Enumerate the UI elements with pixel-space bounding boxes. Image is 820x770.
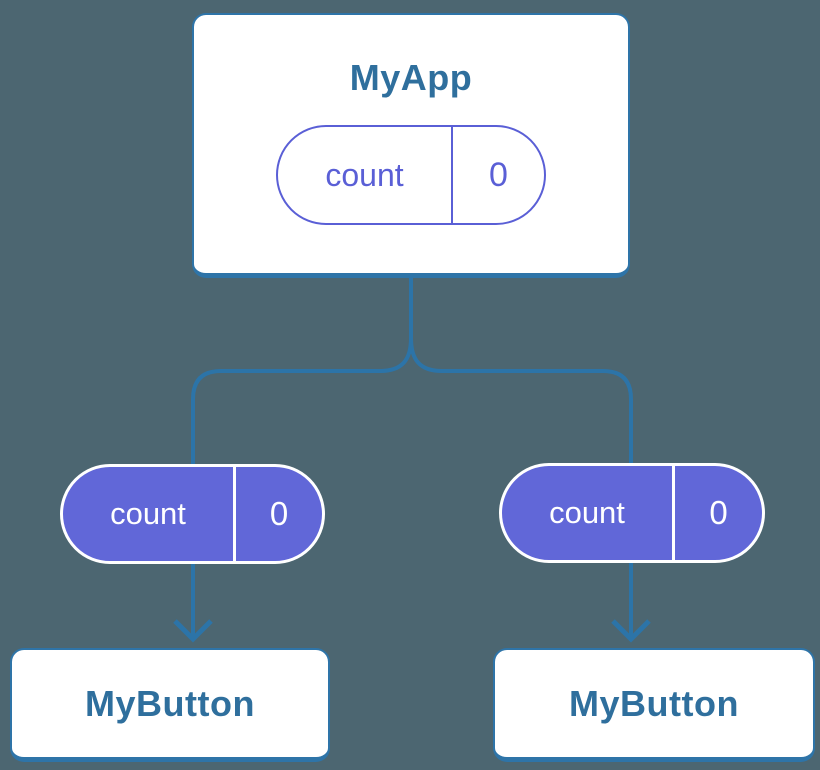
component-node-myapp: MyApp count 0 — [192, 13, 630, 278]
state-label: count — [63, 467, 236, 561]
state-pill-left-child: count 0 — [60, 464, 325, 564]
state-value: 0 — [489, 155, 508, 194]
component-title-mybutton: MyButton — [569, 682, 739, 724]
component-title-myapp: MyApp — [349, 57, 473, 98]
state-label: count — [502, 466, 675, 560]
arrowhead-left-icon — [173, 619, 213, 643]
connector-left-branch — [191, 278, 413, 636]
state-value: 0 — [709, 494, 728, 531]
state-value: 0 — [269, 495, 289, 532]
component-node-mybutton-right: MyButton — [493, 648, 815, 762]
component-node-mybutton-left: MyButton — [10, 648, 330, 762]
connector-right-branch — [409, 278, 633, 636]
state-pill-myapp: count 0 — [276, 125, 546, 225]
component-title-mybutton: MyButton — [85, 682, 255, 724]
state-label: count — [278, 127, 453, 223]
arrowhead-right-icon — [611, 619, 651, 643]
state-pill-right-child: count 0 — [499, 463, 765, 563]
